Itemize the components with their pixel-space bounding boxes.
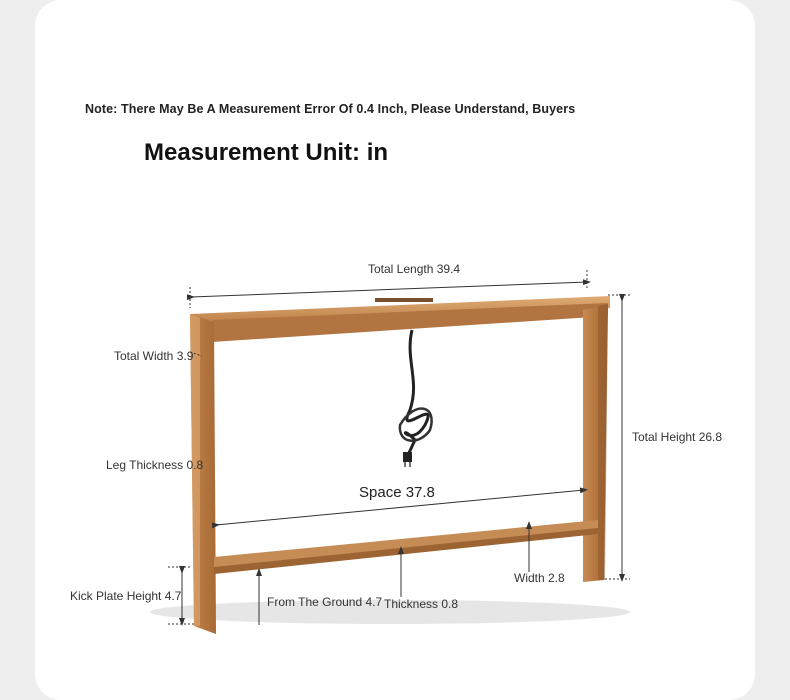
thickness-label: Thickness 0.8 (384, 597, 459, 611)
console-table-illustration (150, 270, 632, 634)
total-width-label: Total Width 3.9 (114, 349, 194, 363)
kick-plate-height-label: Kick Plate Height 4.7 (70, 589, 182, 603)
width-label: Width 2.8 (514, 571, 565, 585)
space-label: Space 37.8 (359, 484, 435, 501)
measurement-note: Note: There May Be A Measurement Error O… (85, 102, 576, 116)
from-the-ground-label: From The Ground 4.7 (267, 595, 383, 609)
plug (403, 452, 412, 462)
total-height-label: Total Height 26.8 (632, 430, 723, 444)
measurement-unit-title: Measurement Unit: in (144, 139, 389, 166)
floor-shadow (150, 600, 630, 624)
leg-thickness-label: Leg Thickness 0.8 (106, 458, 204, 472)
table-apron (212, 303, 608, 342)
product-card (35, 0, 755, 700)
cable-slot (375, 298, 433, 302)
power-cable (404, 329, 430, 456)
dimension-lines (168, 270, 632, 626)
total-length-label: Total Length 39.4 (368, 262, 461, 276)
